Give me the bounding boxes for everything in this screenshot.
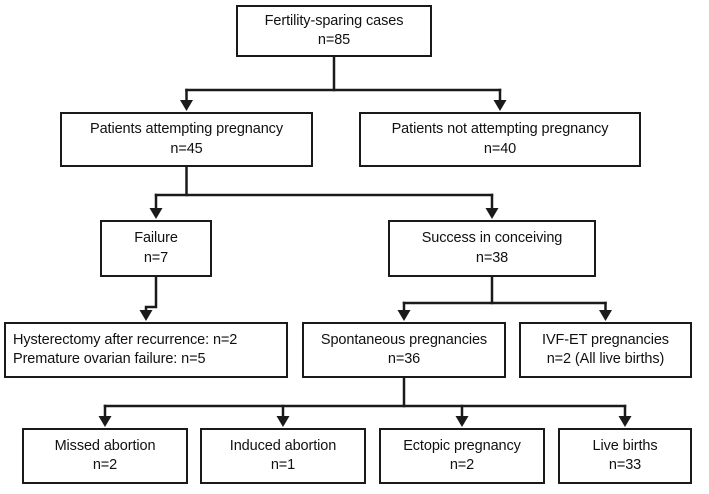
edge-failure-to-failure-detail bbox=[144, 275, 158, 313]
node-label-primary: IVF-ET pregnancies bbox=[542, 331, 669, 348]
node-label-secondary: n=2 bbox=[92, 457, 118, 473]
node-label-secondary: n=2 bbox=[449, 457, 475, 473]
arrowhead-live-births bbox=[618, 416, 632, 427]
node-label-secondary: n=36 bbox=[387, 351, 421, 367]
node-success-in-conceiving: Success in conceiving n=38 bbox=[388, 220, 596, 277]
node-spontaneous-pregnancies: Spontaneous pregnancies n=36 bbox=[302, 322, 506, 378]
node-patients-not-attempting-pregnancy: Patients not attempting pregnancy n=40 bbox=[359, 112, 641, 167]
arrowhead-missed-abortion bbox=[98, 416, 112, 427]
node-failure: Failure n=7 bbox=[100, 220, 212, 277]
node-label-primary: Missed abortion bbox=[54, 437, 156, 454]
node-label-primary: Hysterectomy after recurrence: n=2 bbox=[13, 331, 238, 348]
node-label-primary: Induced abortion bbox=[229, 437, 337, 454]
node-label-secondary: n=40 bbox=[483, 140, 517, 157]
node-ivf-et-pregnancies: IVF-ET pregnancies n=2 (All live births) bbox=[519, 322, 692, 378]
arrowhead-patients-not-attempting-pregnancy bbox=[493, 100, 507, 111]
node-label-primary: Failure bbox=[134, 230, 178, 247]
node-label-primary: Patients attempting pregnancy bbox=[90, 121, 283, 138]
node-label-secondary: Premature ovarian failure: n=5 bbox=[13, 351, 206, 367]
arrowhead-spontaneous-pregnancies bbox=[397, 310, 411, 321]
node-label-secondary: n=1 bbox=[270, 457, 296, 473]
node-label-secondary: n=85 bbox=[317, 32, 351, 48]
arrowhead-ivf-et-pregnancies bbox=[599, 310, 612, 321]
node-label-primary: Fertility-sparing cases bbox=[264, 12, 404, 29]
node-label-secondary: n=7 bbox=[143, 249, 169, 266]
node-patients-attempting-pregnancy: Patients attempting pregnancy n=45 bbox=[60, 112, 313, 167]
node-label-primary: Spontaneous pregnancies bbox=[320, 331, 488, 348]
arrowhead-induced-abortion bbox=[276, 416, 290, 427]
arrowhead-success-in-conceiving bbox=[485, 208, 499, 219]
node-live-births: Live births n=33 bbox=[558, 428, 692, 484]
node-label-secondary: n=33 bbox=[608, 457, 642, 473]
node-label-secondary: n=45 bbox=[170, 140, 203, 157]
arrowhead-patients-attempting-pregnancy bbox=[180, 100, 193, 111]
arrowhead-failure bbox=[149, 208, 163, 219]
node-label-primary: Success in conceiving bbox=[421, 230, 563, 247]
node-ectopic-pregnancy: Ectopic pregnancy n=2 bbox=[379, 428, 545, 484]
node-label-primary: Live births bbox=[592, 437, 658, 454]
node-label-primary: Ectopic pregnancy bbox=[403, 437, 521, 454]
arrowhead-ectopic-pregnancy bbox=[455, 416, 469, 427]
arrowhead-failure-outcomes bbox=[139, 310, 153, 321]
node-label-secondary: n=2 (All live births) bbox=[546, 351, 665, 367]
node-fertility-sparing-cases: Fertility-sparing cases n=85 bbox=[236, 5, 432, 57]
node-label-primary: Patients not attempting pregnancy bbox=[391, 121, 609, 138]
node-induced-abortion: Induced abortion n=1 bbox=[200, 428, 366, 484]
node-missed-abortion: Missed abortion n=2 bbox=[22, 428, 188, 484]
node-label-secondary: n=38 bbox=[475, 249, 509, 266]
